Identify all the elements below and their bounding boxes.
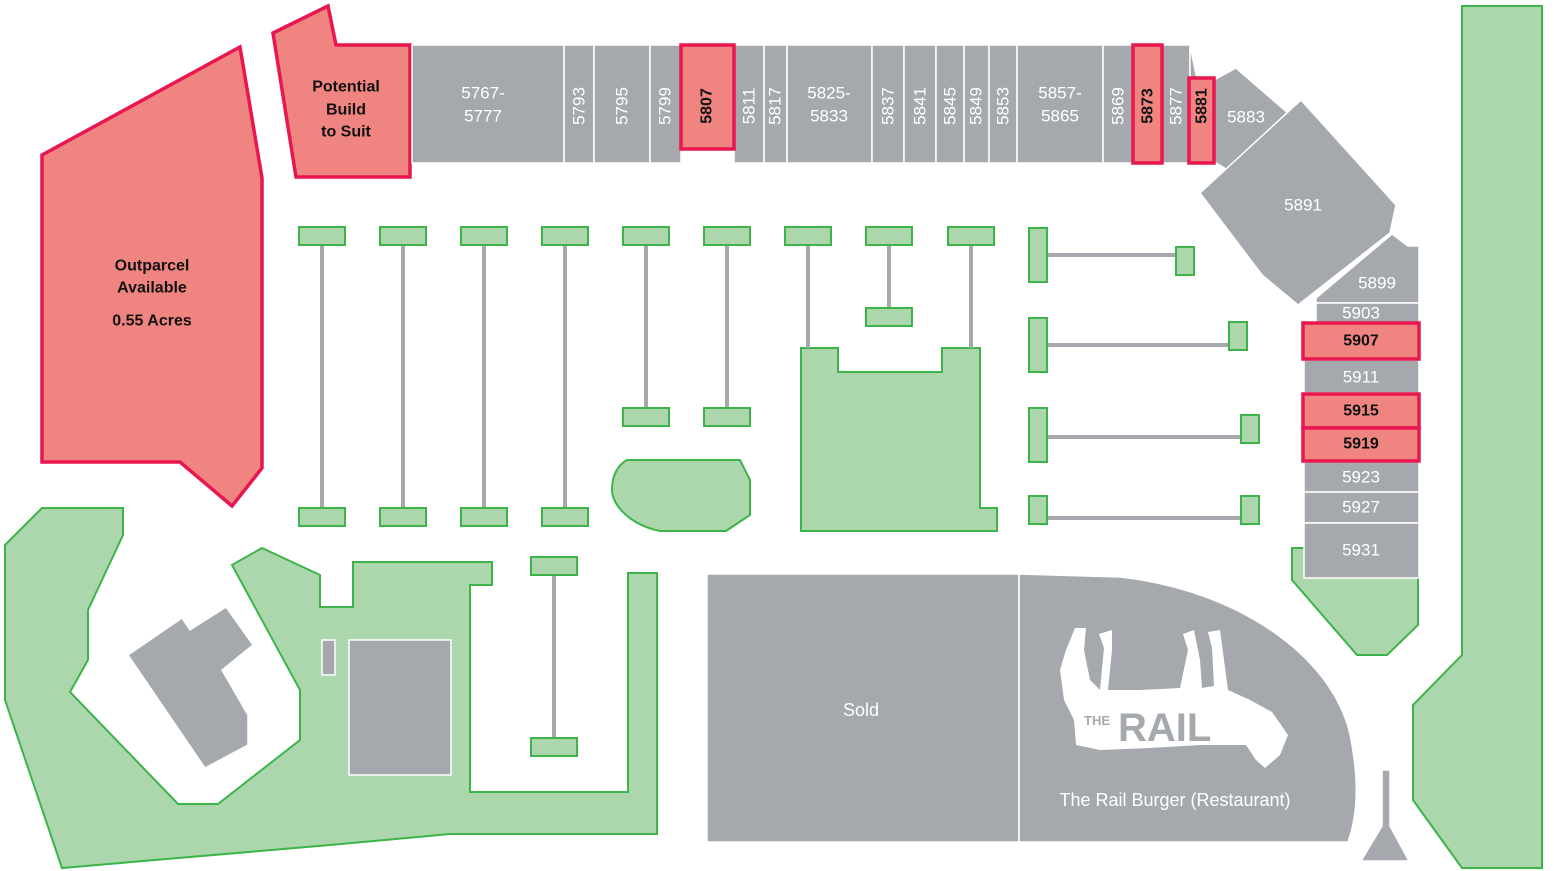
suite-5927-label: 5927: [1342, 498, 1380, 517]
logo-the-text: THE: [1084, 713, 1110, 728]
suite-5799[interactable]: [649, 44, 682, 164]
build-to-suit-line2: Build: [326, 102, 366, 119]
suite-5883-label: 5883: [1227, 108, 1265, 127]
southwest-building-square: [348, 639, 452, 776]
suite-5837[interactable]: [871, 44, 905, 164]
suite-5845[interactable]: [935, 44, 965, 164]
suite-5825-5833[interactable]: [786, 44, 873, 164]
suite-5877-label: 5877: [1167, 87, 1186, 125]
outparcel-label-line2: Available: [117, 280, 187, 297]
suite-5811-label: 5811: [740, 88, 759, 125]
suite-5767-5777[interactable]: [411, 44, 565, 164]
landscape-east-strip: [1412, 5, 1543, 869]
suite-5911-label: 5911: [1343, 368, 1380, 387]
suite-5881[interactable]: 5881: [1187, 76, 1216, 165]
suite-5793-label: 5793: [570, 87, 589, 125]
east-building-column: 5899 5903 5911 5923 5927 5931: [1303, 233, 1420, 579]
suite-5793[interactable]: [563, 44, 595, 164]
suite-5877[interactable]: [1161, 44, 1191, 164]
suite-5853-label: 5853: [994, 87, 1013, 125]
build-to-suit-line3: to Suit: [321, 124, 371, 141]
suite-5853[interactable]: [988, 44, 1018, 164]
southwest-buildings: [126, 605, 452, 776]
parking-islands: [298, 226, 1260, 757]
parking-aisles: [320, 236, 1250, 746]
suite-5845-label: 5845: [941, 87, 960, 125]
suite-5907[interactable]: 5907: [1301, 321, 1421, 361]
suite-5767-5777-label-line1: 5767-: [461, 84, 504, 103]
landscape-courtyard: [800, 347, 998, 532]
outparcel-label-line1: Outparcel: [115, 258, 190, 275]
suite-5807[interactable]: 5807: [679, 43, 736, 151]
outparcel-available[interactable]: Outparcel Available 0.55 Acres: [40, 44, 264, 509]
suite-5873[interactable]: 5873: [1131, 43, 1164, 165]
suite-5891-label: 5891: [1284, 196, 1322, 215]
entrance-sign-icon: [1359, 769, 1411, 862]
suite-5837-label: 5837: [879, 87, 898, 125]
suite-5795-label: 5795: [613, 87, 632, 125]
suite-5919-label: 5919: [1343, 436, 1379, 453]
suite-5795[interactable]: [593, 44, 651, 164]
suite-5869-label: 5869: [1109, 87, 1128, 125]
suite-5881-label: 5881: [1194, 88, 1211, 124]
south-pads: Sold THE RAIL The Rail Burger (Restauran…: [706, 573, 1358, 843]
sold-pad-label: Sold: [843, 700, 879, 720]
build-to-suit-available[interactable]: Potential Build to Suit: [271, 3, 412, 179]
logo-rail-text: RAIL: [1118, 706, 1211, 750]
suite-5891[interactable]: [1198, 98, 1397, 306]
suite-5873-label: 5873: [1140, 88, 1157, 124]
suite-5841-label: 5841: [911, 87, 930, 125]
build-to-suit-line1: Potential: [312, 79, 380, 96]
suite-5807-label: 5807: [699, 88, 716, 124]
suite-5857-5865-label-line2: 5865: [1041, 107, 1079, 126]
north-building-row: 5767- 5777 5793 5795 5799 5811 5817 5825…: [411, 44, 1397, 306]
suite-5911[interactable]: [1303, 359, 1420, 394]
suite-5915[interactable]: 5915: [1301, 392, 1421, 430]
southwest-building-angled: [126, 605, 255, 769]
suite-5825-5833-label-line1: 5825-: [807, 84, 850, 103]
suite-5857-5865[interactable]: [1016, 44, 1104, 164]
suite-5927[interactable]: [1303, 491, 1420, 524]
suite-5817-label: 5817: [766, 87, 785, 125]
suite-5799-label: 5799: [656, 87, 675, 125]
landscape-oval-planter: [610, 459, 751, 532]
suite-5931-label: 5931: [1342, 541, 1380, 560]
southwest-small-structure: [321, 639, 336, 676]
suite-5919[interactable]: 5919: [1301, 426, 1421, 463]
suite-5931[interactable]: [1303, 522, 1420, 579]
suite-5899-label: 5899: [1358, 274, 1396, 293]
cow-silhouette-icon: [1060, 628, 1288, 768]
suite-5857-5865-label-line1: 5857-: [1038, 84, 1081, 103]
landscape: [4, 5, 1543, 870]
suite-5907-label: 5907: [1343, 333, 1379, 350]
the-rail-logo: THE RAIL: [1060, 628, 1288, 768]
suite-5903-label: 5903: [1342, 304, 1380, 323]
suite-5767-5777-label-line2: 5777: [464, 107, 502, 126]
sold-pad[interactable]: [706, 573, 1020, 843]
suite-5915-label: 5915: [1343, 403, 1379, 420]
landscape-southwest: [4, 507, 658, 870]
suite-5825-5833-label-line2: 5833: [810, 107, 848, 126]
suite-5849-label: 5849: [967, 87, 986, 125]
rail-burger-label: The Rail Burger (Restaurant): [1059, 790, 1290, 810]
outparcel-acres: 0.55 Acres: [112, 313, 192, 330]
suite-5923-label: 5923: [1342, 468, 1380, 487]
